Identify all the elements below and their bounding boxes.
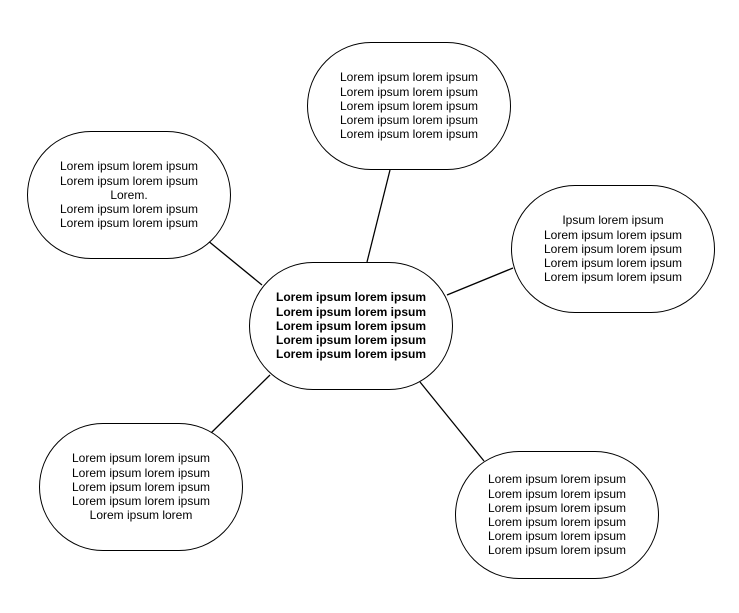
top-node-line-1: Lorem ipsum lorem ipsum — [339, 70, 479, 85]
right-node-line-2: Lorem ipsum lorem ipsum — [543, 227, 683, 242]
left-node-line-5: Lorem ipsum lorem ipsum — [59, 216, 199, 231]
right-node-line-3: Lorem ipsum lorem ipsum — [543, 241, 683, 256]
right-node-line-5: Lorem ipsum lorem ipsum — [543, 270, 683, 285]
bottom-right-node-line-5: Lorem ipsum lorem ipsum — [487, 529, 627, 544]
bottom-left-node-line-4: Lorem ipsum lorem ipsum — [71, 494, 211, 509]
bottom-right-node-line-1: Lorem ipsum lorem ipsum — [487, 472, 627, 487]
center-node-line-5: Lorem ipsum lorem ipsum — [275, 347, 427, 362]
center-node-line-4: Lorem ipsum lorem ipsum — [275, 333, 427, 348]
connector-center-right — [446, 267, 514, 296]
center-node-line-2: Lorem ipsum lorem ipsum — [275, 304, 427, 319]
right-node-line-1: Ipsum lorem ipsum — [562, 213, 664, 228]
top-node-line-2: Lorem ipsum lorem ipsum — [339, 84, 479, 99]
bottom-left-node-line-2: Lorem ipsum lorem ipsum — [71, 465, 211, 480]
bottom-left-node-line-3: Lorem ipsum lorem ipsum — [71, 479, 211, 494]
bottom-left-node-line-1: Lorem ipsum lorem ipsum — [71, 451, 211, 466]
center-node: Lorem ipsum lorem ipsum Lorem ipsum lore… — [249, 262, 453, 390]
connector-center-bottom-left — [210, 374, 271, 434]
bottom-right-node: Lorem ipsum lorem ipsum Lorem ipsum lore… — [455, 451, 659, 579]
left-node-line-2: Lorem ipsum lorem ipsum — [59, 173, 199, 188]
top-node-line-4: Lorem ipsum lorem ipsum — [339, 113, 479, 128]
right-node: Ipsum lorem ipsum Lorem ipsum lorem ipsu… — [511, 185, 715, 313]
connector-center-top — [366, 169, 391, 263]
center-node-line-1: Lorem ipsum lorem ipsum — [275, 290, 427, 305]
bottom-right-node-line-2: Lorem ipsum lorem ipsum — [487, 486, 627, 501]
left-node-line-1: Lorem ipsum lorem ipsum — [59, 159, 199, 174]
center-node-line-3: Lorem ipsum lorem ipsum — [275, 318, 427, 333]
bottom-right-node-line-6: Lorem ipsum lorem ipsum — [487, 543, 627, 558]
connector-center-bottom-right — [419, 381, 485, 462]
bottom-left-node-line-5: Lorem ipsum lorem — [89, 508, 193, 523]
left-node-line-3: Lorem. — [110, 187, 148, 202]
right-node-line-4: Lorem ipsum lorem ipsum — [543, 256, 683, 271]
bottom-right-node-line-4: Lorem ipsum lorem ipsum — [487, 515, 627, 529]
bottom-left-node: Lorem ipsum lorem ipsum Lorem ipsum lore… — [39, 423, 243, 551]
bottom-right-node-line-3: Lorem ipsum lorem ipsum — [487, 500, 627, 515]
connector-center-left — [206, 239, 263, 286]
top-node: Lorem ipsum lorem ipsum Lorem ipsum lore… — [307, 42, 511, 170]
left-node-line-4: Lorem ipsum lorem ipsum — [59, 202, 199, 217]
left-node: Lorem ipsum lorem ipsum Lorem ipsum lore… — [27, 131, 231, 259]
top-node-line-3: Lorem ipsum lorem ipsum — [339, 98, 479, 113]
top-node-line-5: Lorem ipsum lorem ipsum — [339, 127, 479, 142]
